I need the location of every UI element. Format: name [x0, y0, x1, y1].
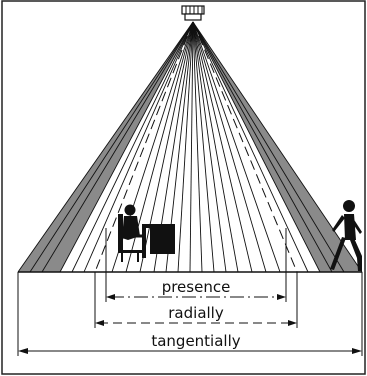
beam-line: [192, 21, 309, 273]
tangentially-label: tangentially: [151, 332, 240, 350]
beam-line: [192, 21, 345, 273]
radially-label: radially: [168, 304, 224, 322]
presence-dimension: [105, 228, 287, 302]
beam-line: [192, 21, 253, 273]
radial-boundary-right: [192, 21, 298, 273]
beam-line: [29, 21, 194, 273]
beam-line: [192, 21, 227, 273]
beam-line: [83, 21, 194, 273]
beam-line: [41, 21, 194, 273]
seated-person-icon: [118, 204, 175, 262]
beam-line: [192, 21, 203, 273]
beam-line: [139, 21, 194, 273]
beam-line: [177, 21, 194, 273]
walking-person-icon: [330, 200, 362, 271]
beam-line: [192, 21, 239, 273]
beam-line: [192, 21, 215, 273]
beam-line: [192, 21, 281, 273]
tangentially-dimension: [17, 272, 363, 356]
beam-line: [17, 21, 194, 273]
beam-line: [71, 21, 194, 273]
beam-line: [192, 21, 363, 273]
presence-label: presence: [162, 278, 231, 296]
beam-line: [192, 21, 333, 273]
beam-line: [192, 21, 267, 273]
beam-line: [192, 21, 321, 273]
beam-line: [59, 21, 194, 273]
sensor-icon: [181, 5, 205, 21]
radially-dimension: [94, 272, 298, 328]
beam-line: [189, 21, 194, 273]
